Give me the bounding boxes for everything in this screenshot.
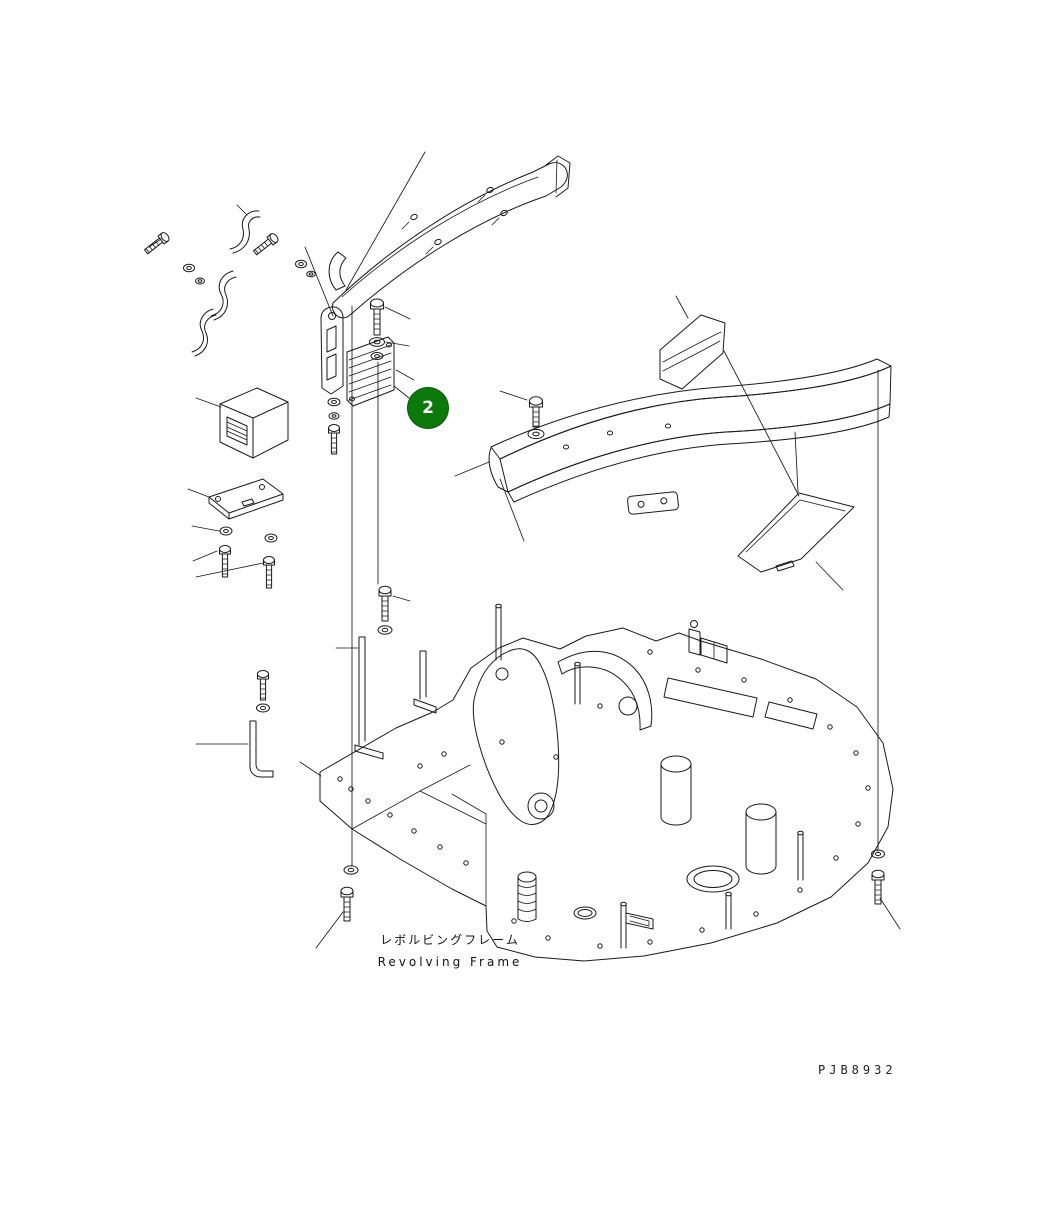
bolt-icon <box>328 424 340 455</box>
bolt-icon <box>370 298 384 336</box>
guard-rail-part <box>328 155 571 319</box>
drawing-code: PJB8932 <box>818 1063 897 1077</box>
bolt-icon <box>378 585 392 622</box>
callout-hotspot-2[interactable]: 2 <box>407 387 449 429</box>
caption-japanese: レボルビングフレーム <box>380 933 520 947</box>
leader-lines <box>148 151 901 949</box>
bolt-icon <box>340 886 354 922</box>
bolt-icon <box>871 869 885 905</box>
l-bracket-part <box>413 650 437 714</box>
washer-icon <box>256 703 270 713</box>
spring-clip-icon <box>191 210 261 357</box>
bolt-icon <box>263 556 275 589</box>
washer-icon <box>343 865 359 875</box>
washer-icon <box>295 259 316 278</box>
hydraulic-cylinder <box>660 763 692 826</box>
hydraulic-cylinder <box>745 811 777 875</box>
revolving-frame-part <box>319 603 894 962</box>
mounting-plate-part <box>208 478 284 520</box>
caption-english: Revolving Frame <box>377 954 523 969</box>
washer-icon <box>327 337 385 420</box>
washer-icon <box>527 428 545 440</box>
bolt-icon <box>529 396 543 428</box>
spring-cylinder <box>517 871 537 922</box>
bolt-holes <box>337 649 871 949</box>
bolt-icon <box>252 233 279 256</box>
l-bracket-part <box>249 720 274 778</box>
side-panel-part <box>659 314 726 390</box>
washer-icon <box>377 625 393 635</box>
washer-icon <box>871 849 885 859</box>
bracket-plate-part <box>320 306 395 407</box>
washer-icon <box>219 526 278 543</box>
caption: レボルビングフレーム Revolving Frame <box>315 930 585 973</box>
bolt-icon <box>257 670 269 701</box>
cover-box-part <box>219 387 289 459</box>
callout-number: 2 <box>422 398 434 418</box>
boom-mount-fin <box>472 648 560 825</box>
boom-mount-fin <box>557 650 653 731</box>
gusset-plate-part <box>737 492 855 573</box>
bolt-icon <box>143 232 170 255</box>
bumper-frame-part <box>488 358 892 515</box>
washer-icon <box>183 263 205 285</box>
l-bracket-part <box>354 636 384 760</box>
bolt-icon <box>219 545 231 578</box>
